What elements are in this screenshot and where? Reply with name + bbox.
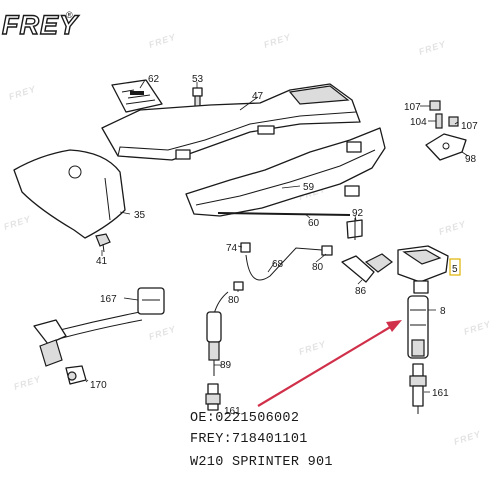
callout-62: 62 — [148, 74, 160, 85]
callout-59: 59 — [303, 182, 315, 193]
part-68-ignition-lead — [240, 242, 323, 281]
part-89-plug-lead — [206, 291, 229, 376]
callout-41: 41 — [96, 256, 108, 267]
part-80-connector — [233, 245, 333, 291]
watermark: FREY — [148, 324, 178, 342]
callout-107b: 107 — [461, 121, 478, 132]
callout-104: 104 — [410, 117, 427, 128]
callout-92: 92 — [352, 208, 364, 219]
vehicle-models: W210 SPRINTER 901 — [190, 455, 333, 470]
callout-107a: 107 — [404, 102, 421, 113]
part-104-bolt — [435, 113, 443, 129]
part-5-ignition-coil — [397, 245, 461, 294]
callout-86: 86 — [355, 286, 367, 297]
frey-logo: FREY — [1, 9, 79, 40]
callouts: 62 53 47 107 104 107 98 35 41 59 60 92 7… — [90, 74, 478, 417]
watermark: FREY — [453, 429, 483, 447]
callout-161a: 161 — [224, 406, 241, 417]
watermark: FREY — [3, 214, 33, 232]
watermark: FREY — [463, 319, 493, 337]
watermark: FREY — [263, 32, 293, 50]
part-8-plug-boot — [407, 295, 429, 359]
part-98-bracket — [425, 133, 467, 161]
part-59-lower-cover — [185, 127, 386, 217]
pointer-arrow — [257, 320, 402, 407]
part-161-spark-plug-right — [409, 363, 427, 414]
part-47-engine-cover — [101, 83, 361, 161]
callout-89: 89 — [220, 360, 232, 371]
callout-98: 98 — [465, 154, 477, 165]
callout-8: 8 — [440, 306, 446, 317]
watermark: FREY — [13, 374, 43, 392]
leader-lines — [85, 79, 469, 393]
callout-35: 35 — [134, 210, 146, 221]
part-60-rail — [217, 212, 351, 216]
part-41-bolt — [95, 233, 111, 253]
part-161-spark-plug-left — [205, 383, 221, 411]
part-86-lead-boot — [341, 253, 393, 283]
watermark: FREY — [298, 339, 328, 357]
watermark: FREY — [438, 219, 468, 237]
callout-170: 170 — [90, 380, 107, 391]
callout-60: 60 — [308, 218, 320, 229]
part-167-wiring-harness — [33, 287, 165, 367]
watermark: FREY — [148, 32, 178, 50]
part-170-connector — [65, 365, 87, 385]
part-92-clip — [346, 218, 363, 240]
callout-53: 53 — [192, 74, 204, 85]
callout-161b: 161 — [432, 388, 449, 399]
frey-part-number: FREY:718401101 — [190, 432, 308, 447]
part-35-side-cover — [13, 149, 126, 239]
callout-47: 47 — [252, 91, 264, 102]
registered-mark: ® — [66, 10, 73, 20]
watermark: FREY — [8, 84, 38, 102]
part-107-nut — [429, 100, 459, 127]
oe-number: OE:0221506002 — [190, 411, 300, 426]
callout-5: 5 — [452, 264, 458, 275]
callout-167: 167 — [100, 294, 117, 305]
callout-68: 68 — [272, 259, 284, 270]
callout-80b: 80 — [312, 262, 324, 273]
part-62-label — [111, 79, 163, 113]
callout-74: 74 — [226, 243, 238, 254]
callout-80a: 80 — [228, 295, 240, 306]
watermark: FREY — [418, 39, 448, 57]
